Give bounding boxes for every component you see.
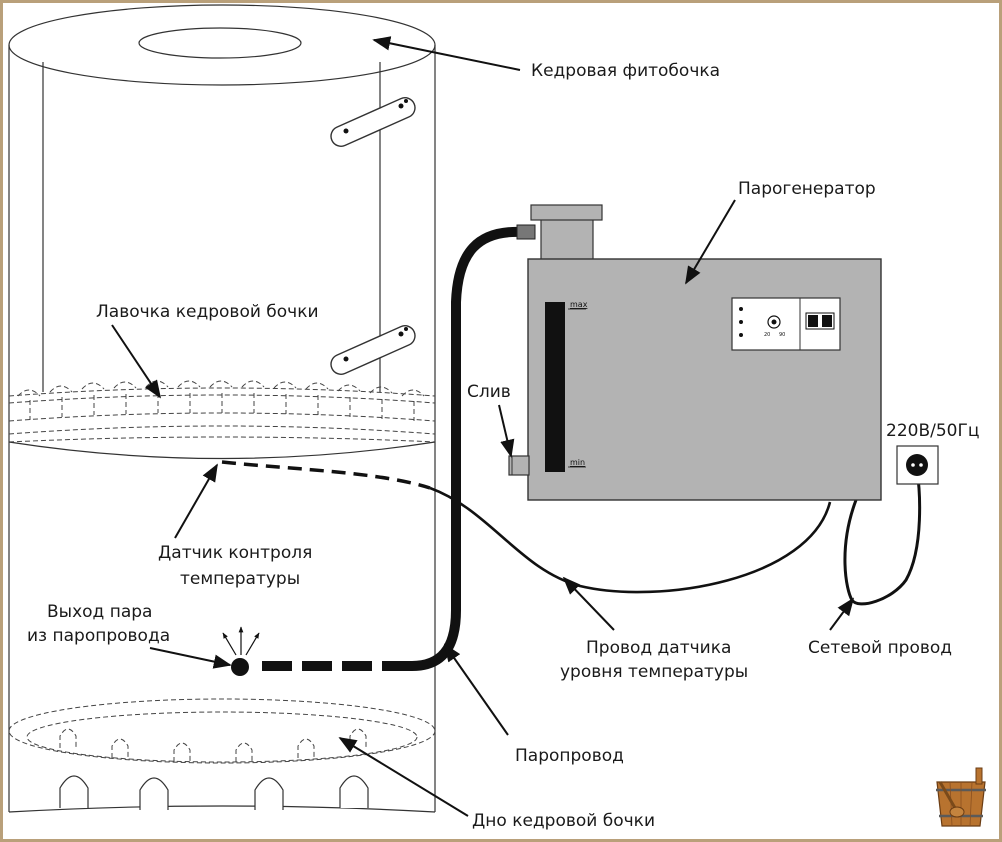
label-temp-sensor-line2: температуры (180, 569, 300, 589)
barrel-bench (8, 380, 436, 443)
thermostat-high-label: 90 (779, 332, 785, 338)
callout-arrows (111, 36, 855, 817)
indicator-light-3 (739, 333, 743, 337)
generator-steam-outlet-cap (530, 204, 603, 221)
barrel-bottom-edge (8, 805, 436, 813)
arrow-sensor-wire (562, 576, 615, 631)
arrow-power-cord (829, 597, 855, 631)
label-sensor-wire-line2: уровня температуры (560, 662, 748, 682)
power-cord (843, 469, 922, 606)
arrow-drain (498, 404, 515, 458)
indicator-light-2 (739, 320, 743, 324)
arrow-steam-pipe (443, 643, 509, 736)
generator-steam-outlet-neck (540, 217, 594, 263)
wooden-tub-icon (936, 767, 986, 827)
arrow-bench (111, 324, 161, 399)
barrel-bench-front-edge (8, 441, 436, 460)
gauge-max-label: max (570, 300, 588, 309)
power-socket (896, 445, 939, 485)
steam-pipe-outside (407, 226, 527, 671)
barrel-lower-handle (330, 325, 416, 375)
arrow-bottom (338, 737, 469, 817)
gauge-min-label: min (570, 458, 585, 467)
label-steam-exit-line2: из паропровода (27, 626, 170, 646)
steam-outlet-nozzle (231, 658, 249, 676)
barrel-neck-opening (138, 27, 302, 59)
label-drain: Слив (467, 382, 511, 402)
steam-generator (508, 204, 882, 501)
label-power-cord: Сетевой провод (808, 638, 952, 658)
label-steam-pipe: Паропровод (515, 746, 624, 766)
label-generator: Парогенератор (738, 179, 876, 199)
thermostat-low-label: 20 (764, 332, 770, 338)
arrow-barrel (372, 36, 521, 71)
arrow-generator (685, 199, 736, 285)
indicator-light-1 (739, 307, 743, 311)
label-power-spec: 220В/50Гц (886, 421, 979, 441)
steam-arrows (222, 626, 260, 656)
barrel-floor (8, 698, 436, 764)
barrel-top-rim (8, 4, 436, 86)
label-temp-sensor-line1: Датчик контроля (158, 543, 312, 563)
label-steam-exit-line1: Выход пара (47, 602, 152, 622)
label-barrel: Кедровая фитобочка (531, 61, 720, 81)
barrel-upper-handle (330, 97, 416, 147)
arrow-steam-exit (149, 647, 232, 669)
barrel-bottom-vents (59, 775, 369, 810)
steam-pipe-coupling (516, 224, 536, 240)
label-sensor-wire-line1: Провод датчика (586, 638, 731, 658)
label-bottom: Дно кедровой бочки (472, 811, 655, 831)
temperature-sensor-wire-inside (221, 460, 431, 490)
label-bench: Лавочка кедровой бочки (96, 302, 319, 322)
drain-valve (508, 455, 530, 476)
temperature-sensor-wire (429, 486, 832, 594)
arrow-temp-sensor (174, 463, 218, 539)
water-level-gauge (545, 302, 565, 472)
